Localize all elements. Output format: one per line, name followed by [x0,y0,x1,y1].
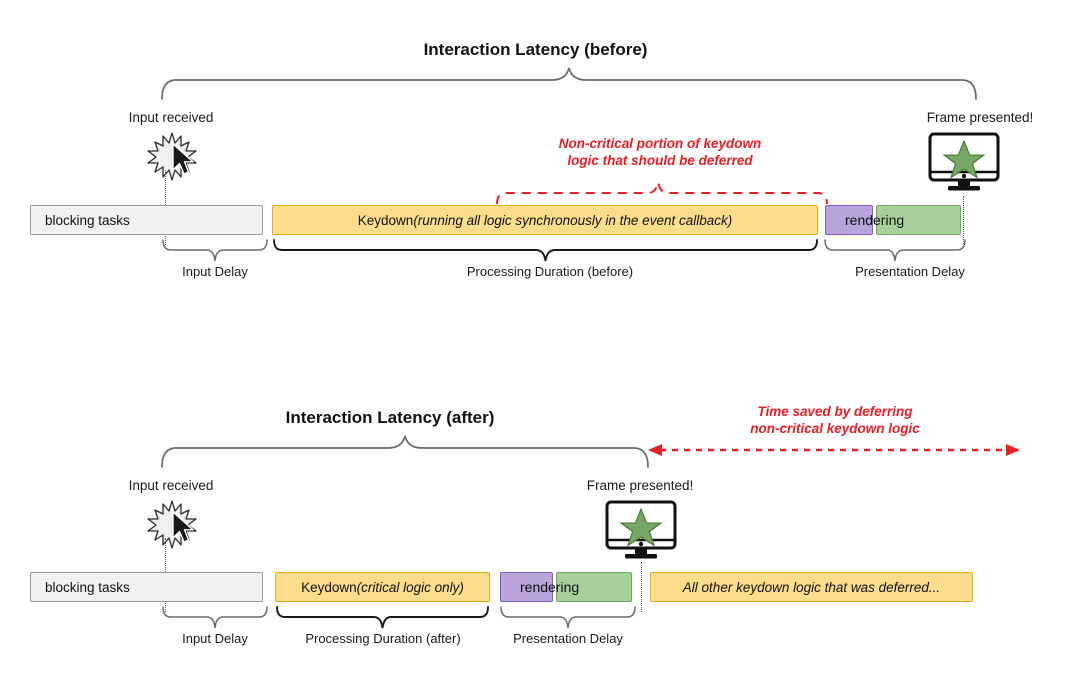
diagram-before: Interaction Latency (before) Input recei… [0,0,1071,330]
phase-brace-processing-before [271,239,820,264]
mouse-pointer-icon-before [171,143,197,177]
bar-keydown-prefix-before: Keydown [357,212,414,228]
time-saved-note-after: Time saved by deferring non-critical key… [650,404,1020,438]
bar-keydown-prefix-after: Keydown [301,579,357,595]
monitor-star-icon-before [925,132,1003,194]
mouse-pointer-icon-after [171,511,197,545]
input-received-label-after: Input received [128,478,214,493]
bar-rendering-label-after: rendering [520,579,580,595]
phase-label-input-delay-after: Input Delay [182,631,248,646]
phase-label-presentation-before: Presentation Delay [855,264,965,279]
non-critical-note-line2: logic that should be deferred [567,152,753,168]
diagram-after: Interaction Latency (after) Time saved b… [0,370,1071,690]
phase-brace-input-delay-after [160,606,270,631]
bar-keydown-detail-before: (running all logic synchronously in the … [413,212,733,228]
phase-brace-input-delay-before [160,239,270,264]
interaction-latency-brace-before [150,66,990,100]
phase-brace-presentation-after [498,606,638,631]
bar-keydown-detail-after: (critical logic only) [356,579,464,595]
frame-presented-label-before: Frame presented! [926,110,1034,125]
bar-keydown-after[interactable]: Keydown (critical logic only) [275,572,490,602]
phase-label-presentation-after: Presentation Delay [513,631,623,646]
phase-label-processing-before: Processing Duration (before) [466,264,634,279]
non-critical-note-line1: Non-critical portion of keydown [558,136,762,151]
bar-paint-before[interactable] [876,205,961,235]
bar-render-commit-before[interactable] [825,205,873,235]
phase-brace-processing-after [274,606,492,631]
interaction-latency-brace-after [150,434,662,468]
double-arrow-dashed-icon-after [648,440,1020,460]
bar-render-commit-after[interactable] [500,572,553,602]
time-saved-note-line1: Time saved by deferring [757,404,913,419]
phase-label-input-delay-before: Input Delay [182,264,248,279]
bar-blocking-tasks-after[interactable]: blocking tasks [30,572,263,602]
monitor-star-icon-after [602,500,680,562]
non-critical-dashed-bracket-before [490,176,834,206]
guide-frame-before [963,196,964,244]
frame-presented-label-after: Frame presented! [586,478,694,493]
page-title-after: Interaction Latency (after) [285,408,495,427]
bar-deferred-logic-after[interactable]: All other keydown logic that was deferre… [650,572,973,602]
phase-label-processing-after: Processing Duration (after) [305,631,461,646]
page-title-before: Interaction Latency (before) [423,40,648,59]
non-critical-note-before: Non-critical portion of keydown logic th… [480,136,840,170]
input-received-label-before: Input received [128,110,214,125]
phase-brace-presentation-before [822,239,968,264]
bar-keydown-before[interactable]: Keydown (running all logic synchronously… [272,205,818,235]
guide-frame-after [641,562,642,612]
bar-blocking-tasks-before[interactable]: blocking tasks [30,205,263,235]
bar-paint-after[interactable] [556,572,632,602]
time-saved-note-line2: non-critical keydown logic [750,420,920,436]
bar-rendering-label-before: rendering [845,212,905,228]
